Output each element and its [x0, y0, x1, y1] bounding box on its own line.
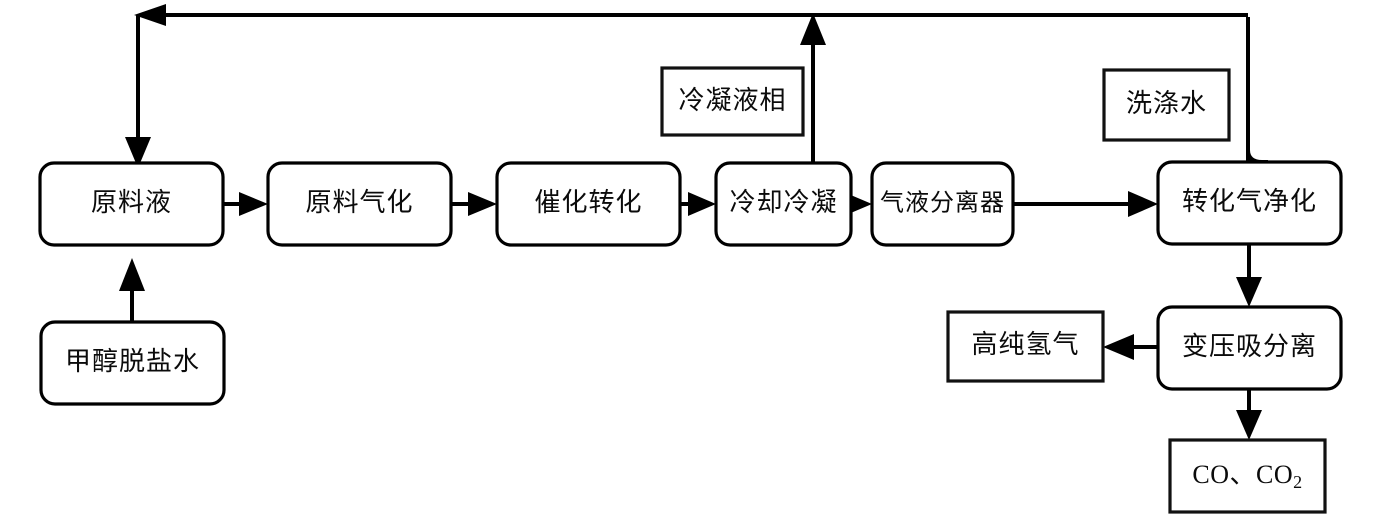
node-co-co2-label: CO、CO2: [1192, 460, 1302, 492]
edge-recycle-trunk: [134, 4, 1248, 26]
node-catalytic-reform[interactable]: 催化转化: [495, 161, 682, 247]
edge-psa-to-coco2: [1236, 389, 1262, 440]
arrowhead-feed-liquid-down: [125, 137, 151, 168]
arrowhead-purification-to-psa: [1236, 277, 1262, 307]
node-gas-purification-label: 转化气净化: [1182, 187, 1317, 216]
arrowhead-feed-to-vapor: [239, 192, 268, 216]
node-feed-liquid[interactable]: 原料液: [38, 161, 225, 247]
node-gas-liquid-separator[interactable]: 气液分离器: [870, 161, 1015, 247]
edge-psa-to-h2: [1103, 334, 1158, 360]
node-co-co2-label-subscript: 2: [1293, 472, 1303, 492]
node-psa-separation[interactable]: 变压吸分离: [1156, 305, 1343, 391]
arrowhead-methanol-up: [119, 258, 145, 291]
arrowhead-separator-to-purification: [1128, 191, 1158, 217]
edge-washwater-riser: [1246, 17, 1268, 164]
node-methanol-demineralized-water[interactable]: 甲醇脱盐水: [39, 320, 226, 406]
node-co-co2-label-main: CO、CO: [1192, 460, 1293, 489]
edge-catalytic-to-cooling: [680, 192, 716, 216]
node-high-purity-hydrogen[interactable]: 高纯氢气: [946, 310, 1105, 383]
node-feed-liquid-label: 原料液: [91, 188, 172, 217]
edge-recycle-to-feed-liquid: [125, 15, 151, 168]
arrowhead-recycle-up: [800, 13, 826, 45]
edge-vapor-to-catalytic: [451, 192, 497, 216]
arrowhead-psa-to-h2: [1103, 334, 1134, 360]
node-wash-water[interactable]: 洗涤水: [1102, 68, 1231, 142]
arrowhead-vapor-to-catalytic: [468, 192, 497, 216]
node-feed-vaporization[interactable]: 原料气化: [266, 161, 453, 247]
arrowhead-catalytic-to-cooling: [688, 192, 716, 216]
edge-separator-to-purification: [1013, 191, 1158, 217]
node-condensate-phase[interactable]: 冷凝液相: [660, 66, 805, 137]
edge-methanol-to-feed-liquid: [119, 258, 145, 322]
node-gas-purification[interactable]: 转化气净化: [1156, 160, 1343, 246]
node-psa-separation-label: 变压吸分离: [1182, 332, 1317, 361]
edge-purification-to-psa: [1236, 244, 1262, 307]
arrowhead-psa-to-coco2: [1236, 410, 1262, 440]
arrowhead-recycle-left: [134, 4, 166, 26]
node-feed-vaporization-label: 原料气化: [305, 188, 413, 217]
edge-cooling-to-recycle: [800, 13, 826, 163]
edge-feed-to-vapor: [223, 192, 268, 216]
node-condensate-phase-label: 冷凝液相: [678, 86, 786, 115]
node-catalytic-reform-label: 催化转化: [534, 188, 642, 217]
node-gas-liquid-separator-label: 气液分离器: [880, 190, 1005, 217]
node-cooling-condense[interactable]: 冷却冷凝: [714, 161, 853, 247]
node-co-co2[interactable]: CO、CO2: [1168, 438, 1327, 514]
node-methanol-demineralized-water-label: 甲醇脱盐水: [65, 347, 200, 376]
node-wash-water-label: 洗涤水: [1126, 89, 1207, 118]
node-high-purity-hydrogen-label: 高纯氢气: [971, 330, 1079, 359]
node-cooling-condense-label: 冷却冷凝: [729, 188, 837, 217]
